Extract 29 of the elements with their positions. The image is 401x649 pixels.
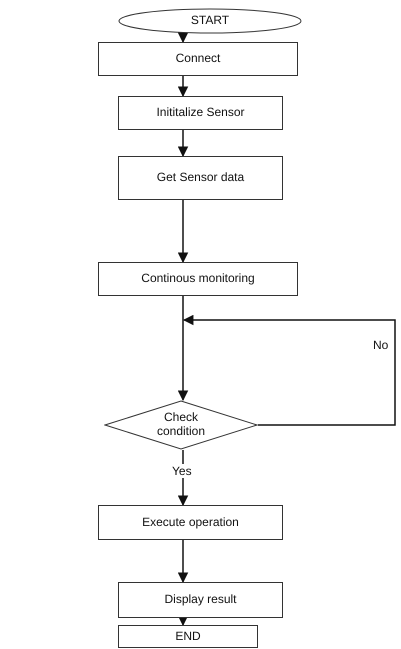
arrow: [178, 32, 188, 44]
node-label: START: [190, 14, 230, 28]
edge-label: Yes: [171, 464, 193, 478]
process-box: [118, 156, 283, 200]
edge-label: No: [372, 338, 390, 352]
process-box: [118, 625, 258, 648]
process-box: [118, 582, 283, 618]
arrow: [178, 130, 188, 158]
node-label: Get Sensor data: [156, 171, 244, 185]
arrow: [178, 76, 188, 98]
arrow: [178, 450, 188, 506]
node-label: Connect: [176, 52, 220, 66]
arrow: [182, 314, 396, 426]
node-label: Display result: [164, 593, 237, 607]
node-label: Check condition: [156, 411, 206, 439]
node-label: Inititalize Sensor: [156, 106, 245, 120]
node-label: END: [175, 630, 201, 644]
process-box: [98, 262, 298, 296]
arrow: [178, 200, 188, 264]
arrow: [178, 616, 188, 626]
node-label: Execute operation: [142, 516, 239, 530]
decision-diamond: [104, 400, 258, 450]
process-box: [118, 96, 283, 130]
node-label: Continous monitoring: [141, 272, 255, 286]
arrow: [178, 296, 188, 402]
start-end-ellipse: [118, 8, 302, 34]
process-box: [98, 505, 283, 540]
process-box: [98, 42, 298, 76]
arrow: [178, 540, 188, 584]
